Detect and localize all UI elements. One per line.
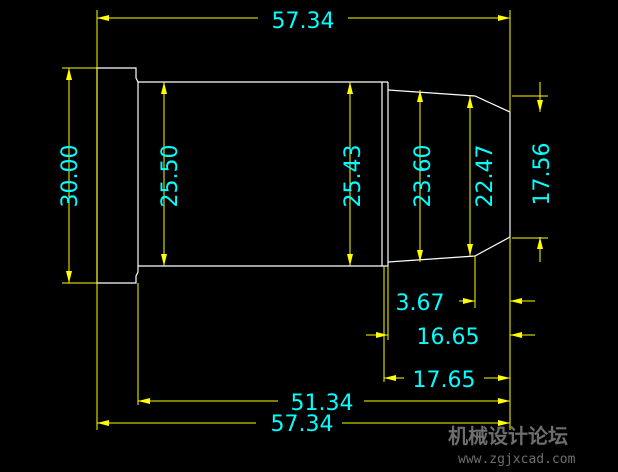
dim-text-body-dia-left: 25.50 xyxy=(158,145,183,208)
watermark: 机械设计论坛 www.zgjxcad.com xyxy=(448,424,576,467)
taper-outline-top xyxy=(387,89,511,113)
dim-text-tail-length: 17.65 xyxy=(413,368,476,393)
dim-text-chamfer: 3.67 xyxy=(396,291,445,316)
dim-text-bottom-overall: 57.34 xyxy=(271,412,334,437)
dim-text-taper-dia: 22.47 xyxy=(473,145,498,208)
dim-text-tip-dia: 17.56 xyxy=(530,143,555,206)
flange-outline xyxy=(96,67,139,284)
dim-text-flange-dia: 30.00 xyxy=(58,145,83,208)
dim-text-neck-dia: 23.60 xyxy=(411,145,436,208)
dim-text-head-length: 16.65 xyxy=(417,325,480,350)
dim-text-top-overall: 57.34 xyxy=(272,9,335,34)
watermark-url: www.zgjxcad.com xyxy=(458,452,576,467)
watermark-name: 机械设计论坛 xyxy=(448,424,568,448)
part-outline xyxy=(96,67,511,284)
dim-text-body-length: 51.34 xyxy=(291,391,354,416)
dim-text-body-dia-right: 25.43 xyxy=(341,145,366,208)
